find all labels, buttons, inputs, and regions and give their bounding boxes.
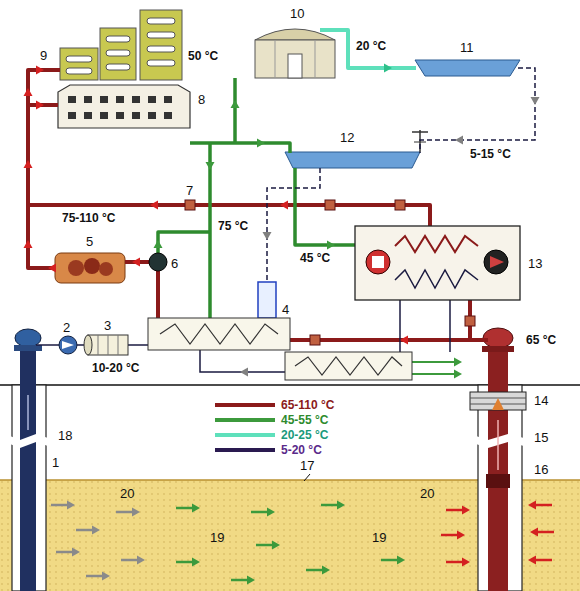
callout-number-text: 5 — [86, 234, 93, 249]
callout-number-text: 20 — [120, 486, 134, 501]
temperature-label: 50 °C — [188, 48, 218, 63]
heat-pump — [355, 226, 520, 300]
leader-line — [304, 474, 310, 481]
callout-number: 20 — [120, 486, 134, 501]
callout-number: 6 — [171, 256, 178, 271]
callout-number: 12 — [340, 130, 354, 145]
callout-number: 14 — [534, 393, 548, 408]
building-block — [58, 85, 190, 128]
callout-number: 19 — [372, 530, 386, 545]
filter-box — [258, 282, 276, 318]
callout-number-text: 16 — [534, 462, 548, 477]
callout-number-text: 7 — [186, 183, 193, 198]
heat-exchanger — [148, 318, 290, 350]
callout-number-text: 19 — [372, 530, 386, 545]
callout-number-text: 19 — [210, 530, 224, 545]
callout-number: 11 — [460, 40, 474, 55]
callout-number: 18 — [58, 428, 72, 443]
callout-number-text: 3 — [104, 318, 111, 333]
heat-exchanger — [285, 352, 412, 380]
callout-number-text: 20 — [420, 486, 434, 501]
temperature-label-text: 65 °C — [526, 333, 556, 347]
callout-number-text: 17 — [300, 458, 314, 473]
temperature-label-text: 45 °C — [300, 251, 330, 265]
building-towers — [60, 10, 182, 80]
pump-mark — [62, 341, 74, 349]
callout-number-text: 15 — [534, 430, 548, 445]
temperature-label-text: 75-110 °C — [62, 211, 116, 225]
callout-number: 19 — [210, 530, 224, 545]
temperature-label-text: 10-20 °C — [92, 361, 140, 375]
callout-number: 2 — [63, 320, 70, 335]
temperature-label: 10-20 °C — [92, 360, 140, 375]
callout-number: 10 — [290, 6, 304, 21]
legend-swatch — [215, 433, 275, 437]
temperature-label: 75 °C — [218, 218, 248, 233]
pipe-arrows-green — [154, 100, 463, 379]
legend-text: 65-110 °C — [281, 398, 335, 412]
pipe-arrows-red — [24, 66, 409, 345]
pump — [149, 253, 167, 271]
callout-number-text: 2 — [63, 320, 70, 335]
callout-number: 17 — [300, 458, 314, 473]
legend-swatch — [215, 448, 275, 452]
callout-number: 7 — [186, 183, 193, 198]
callout-number: 3 — [104, 318, 111, 333]
temperature-label-text: 50 °C — [188, 49, 218, 63]
legend-text: 20-25 °C — [281, 428, 329, 442]
callout-number-text: 10 — [290, 6, 304, 21]
callout-number: 13 — [528, 256, 542, 271]
temperature-label-text: 5-15 °C — [470, 147, 511, 161]
callout-number-text: 13 — [528, 256, 542, 271]
temperature-label: 20 °C — [356, 38, 386, 53]
boiler — [55, 253, 125, 283]
pump — [59, 336, 77, 354]
greenhouse — [255, 29, 335, 78]
warm-outlets — [412, 362, 455, 374]
callout-number-text: 9 — [40, 48, 47, 63]
temperature-label: 5-15 °C — [470, 146, 511, 161]
callout-number-text: 8 — [198, 92, 205, 107]
temperature-label: 45 °C — [300, 250, 330, 265]
callout-number: 1 — [52, 455, 59, 470]
callout-number: 15 — [534, 430, 548, 445]
callout-number-text: 14 — [534, 393, 548, 408]
swimming-pool — [285, 130, 428, 168]
temperature-label-text: 20 °C — [356, 39, 386, 53]
callout-number-text: 1 — [52, 455, 59, 470]
callout-number-text: 12 — [340, 130, 354, 145]
callout-number: 9 — [40, 48, 47, 63]
legend-swatch — [215, 418, 275, 422]
pipe-arrow-teal — [384, 64, 392, 73]
callout-number: 20 — [420, 486, 434, 501]
callout-number: 8 — [198, 92, 205, 107]
injection-well — [10, 329, 48, 591]
flow-arrows-green — [176, 501, 405, 585]
warm-pipes — [158, 78, 355, 318]
pipe-arrows-gray — [240, 97, 540, 377]
callout-number-text: 6 — [171, 256, 178, 271]
callout-number: 16 — [534, 462, 548, 477]
callout-number: 4 — [282, 302, 289, 317]
filter-cylinder — [84, 335, 128, 355]
pool — [415, 60, 520, 76]
temperature-label-text: 75 °C — [218, 219, 248, 233]
callout-number-text: 11 — [460, 40, 474, 55]
legend-text: 45-55 °C — [281, 413, 329, 427]
drain-pipe — [320, 30, 416, 68]
production-well — [470, 328, 526, 591]
temperature-label: 75-110 °C — [62, 210, 116, 225]
callout-number-text: 18 — [58, 428, 72, 443]
temperature-label: 65 °C — [526, 332, 556, 347]
legend-swatch — [215, 403, 275, 407]
cold-lines — [36, 68, 535, 372]
callout-number: 5 — [86, 234, 93, 249]
callout-number-text: 4 — [282, 302, 289, 317]
flow-arrows-gray — [51, 501, 145, 581]
legend-text: 5-20 °C — [281, 443, 322, 457]
